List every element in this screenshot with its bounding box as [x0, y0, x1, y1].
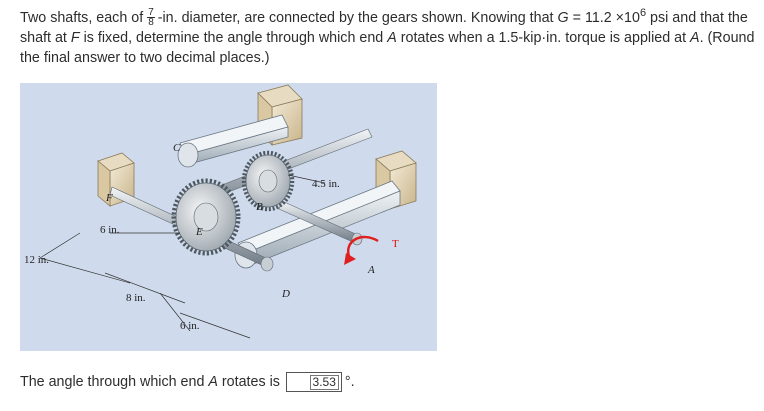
symbol-a: A [387, 30, 397, 46]
symbol-f: F [70, 30, 80, 46]
label-d: D [281, 288, 290, 300]
problem-text-2: -in. diameter, are connected by the gear… [157, 10, 554, 26]
problem-text-5: is fixed, determine the angle through wh… [79, 30, 384, 46]
label-t: T [392, 238, 399, 250]
torque-arrow [344, 235, 379, 265]
answer-prompt: The angle through which end A rotates is [20, 374, 280, 390]
problem-text-7: . (Round the final answer to two decimal… [20, 30, 755, 66]
gear-shaft-drawing: C F B E D A T 4.5 in. 6 in. 12 in. 8 in.… [24, 84, 417, 339]
label-6in-a: 6 in. [100, 224, 120, 236]
fraction-denominator: 8 [148, 16, 154, 28]
gear-b [241, 150, 295, 212]
problem-text-3: = 11.2 ×10 [568, 10, 640, 26]
problem-text-1: Two shafts, each of [20, 10, 144, 26]
exponent: 6 [639, 7, 647, 19]
fraction-numerator: 7 [147, 6, 155, 18]
answer-row: The angle through which end A rotates is… [20, 372, 355, 392]
answer-value: 3.53 [309, 375, 339, 390]
dimension-lines [39, 174, 326, 339]
symbol-a-2: A [690, 30, 700, 46]
label-8in: 8 in. [126, 292, 146, 304]
label-e: E [195, 226, 203, 238]
answer-prompt-pre: The angle through which end [20, 374, 209, 390]
label-12in: 12 in. [24, 254, 49, 266]
problem-text-6: rotates when a 1.5-kip·in. torque is app… [396, 30, 687, 46]
label-c: C [173, 142, 181, 154]
upper-support-plate [177, 114, 289, 168]
answer-symbol-a: A [208, 374, 218, 390]
problem-text-4: psi and that the shaft at [20, 10, 748, 46]
symbol-g: G [557, 10, 569, 26]
gear-e [171, 178, 241, 256]
answer-prompt-post: rotates is [217, 374, 280, 390]
label-b: B [256, 201, 263, 213]
answer-input[interactable]: 3.53 [285, 372, 342, 392]
label-a: A [367, 264, 375, 276]
gear-shaft-figure: C F B E D A T 4.5 in. 6 in. 12 in. 8 in.… [20, 83, 437, 351]
label-f: F [105, 192, 113, 204]
label-4-5in: 4.5 in. [312, 178, 340, 190]
answer-unit: °. [344, 374, 355, 390]
label-6in-b: 6 in. [180, 320, 200, 332]
